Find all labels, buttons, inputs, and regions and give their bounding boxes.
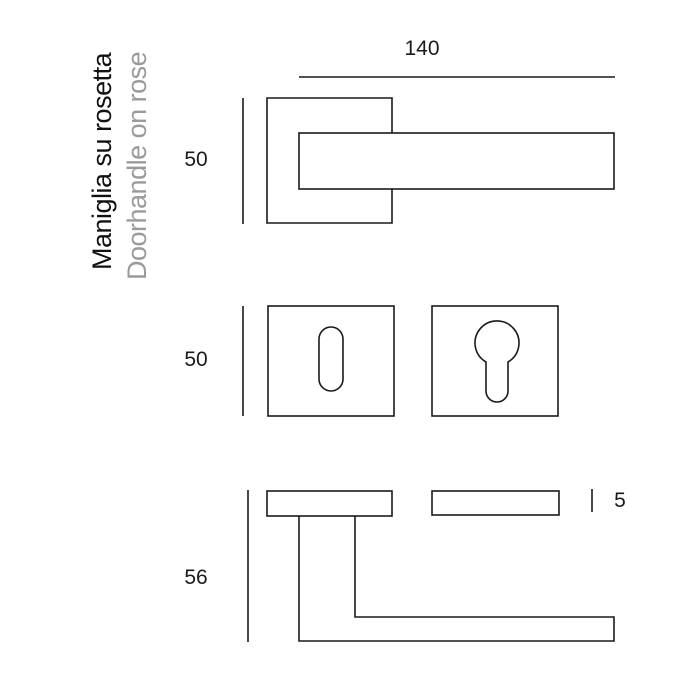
lever-handle <box>298 132 615 190</box>
square-rose <box>266 97 393 224</box>
title-english: Doorhandle on rose <box>122 52 152 280</box>
lever-profile <box>298 516 615 642</box>
rose-thickness-label: 5 <box>614 489 626 512</box>
title-italian: Maniglia su rosetta <box>87 51 117 270</box>
cylinder-escutcheon <box>431 305 559 417</box>
rose-height-label: 50 <box>184 148 207 171</box>
handle-length-label: 140 <box>404 37 439 60</box>
escutcheons: 50 <box>184 305 559 417</box>
handle-side-view: 56 5 <box>184 489 626 642</box>
rose-profile <box>266 490 393 517</box>
cylinder-hole-icon <box>474 320 520 403</box>
escutcheon-profile <box>431 490 560 516</box>
key-hole-icon <box>318 326 344 392</box>
key-escutcheon <box>267 305 395 417</box>
handle-projection-label: 56 <box>184 566 207 589</box>
escutcheon-height-label: 50 <box>184 348 207 371</box>
handle-front-view: 140 50 <box>184 37 615 224</box>
